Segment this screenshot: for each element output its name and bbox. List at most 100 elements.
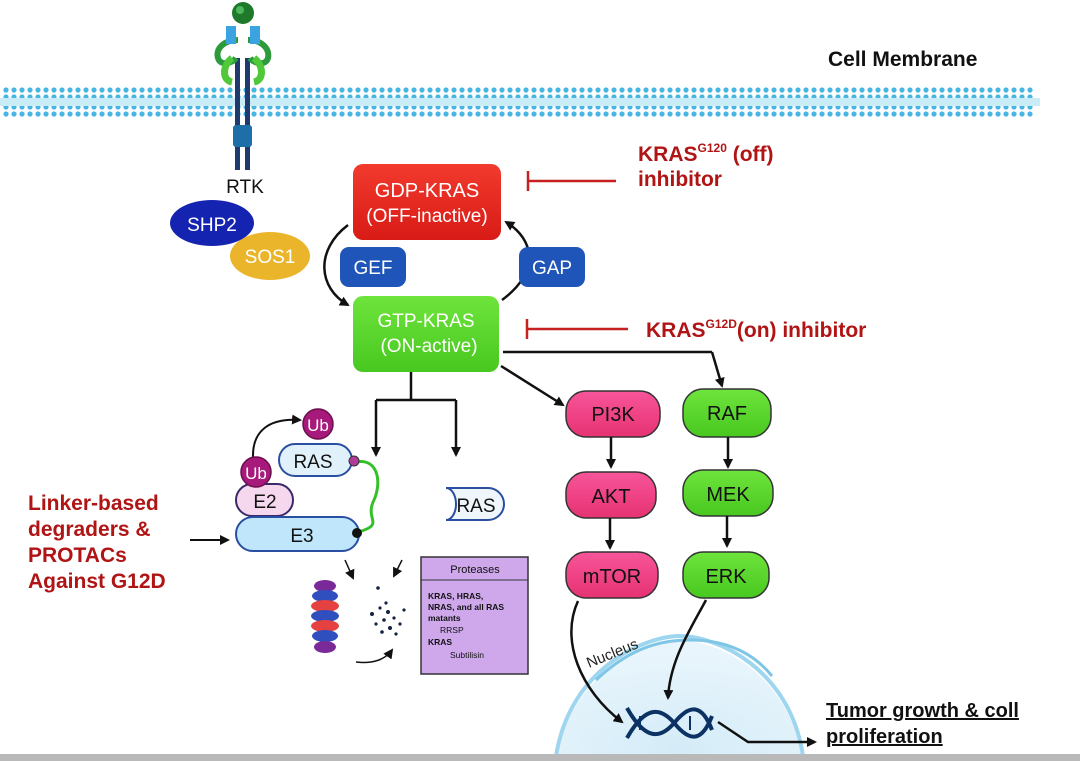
outcome-label-line2: proliferation [826, 726, 943, 748]
mek-label: MEK [706, 484, 750, 506]
lipid-head [291, 87, 297, 93]
lipid-head [915, 111, 921, 117]
gtp-kras-label: GTP-KRAS [377, 311, 474, 332]
lipid-head [795, 111, 801, 117]
lipid-head [331, 87, 337, 93]
lipid-head [467, 87, 473, 93]
lipid-head [139, 87, 145, 93]
lipid-head [283, 111, 289, 117]
lipid-head [211, 87, 217, 93]
lipid-head [83, 87, 89, 93]
lipid-head [123, 87, 129, 93]
lipid-head [251, 87, 257, 93]
lipid-head [51, 111, 57, 117]
gdp-kras-node: GDP-KRAS (OFF-inactive) [353, 164, 501, 240]
lipid-head [379, 111, 385, 117]
lipid-head [571, 87, 577, 93]
lipid-head [331, 111, 337, 117]
proteases-line-2: NRAS, and all RAS [428, 602, 504, 612]
lipid-head [187, 87, 193, 93]
lipid-head [811, 111, 817, 117]
lipid-head [115, 111, 121, 117]
lipid-head [955, 111, 961, 117]
lipid-head [411, 87, 417, 93]
lipid-head [483, 111, 489, 117]
raf-node: RAF [682, 388, 772, 438]
lipid-head [699, 111, 705, 117]
lipid-head [907, 111, 913, 117]
lipid-head [163, 87, 169, 93]
lipid-head [323, 111, 329, 117]
lipid-head [835, 111, 841, 117]
on-inhibitor-bar [525, 319, 628, 339]
lipid-head [771, 87, 777, 93]
lipid-head [987, 111, 993, 117]
lipid-head [307, 111, 313, 117]
lipid-head [315, 87, 321, 93]
lipid-head [971, 87, 977, 93]
sos1-node: SOS1 [230, 232, 310, 280]
ub-top-node: Ub [302, 408, 334, 440]
lipid-head [219, 111, 225, 117]
lipid-head [275, 111, 281, 117]
ras-bound-node: RAS [278, 443, 360, 477]
lipid-head [347, 87, 353, 93]
lipid-head [435, 111, 441, 117]
rtk-label: RTK [226, 177, 264, 198]
lipid-head [515, 87, 521, 93]
lipid-head [387, 87, 393, 93]
lipid-head [291, 111, 297, 117]
degraders-label-2: degraders & [28, 518, 151, 541]
lipid-head [403, 111, 409, 117]
lipid-head [435, 87, 441, 93]
proteases-line-6: Subtilisin [450, 650, 484, 660]
degraders-label-1: Linker-based [28, 492, 159, 515]
downstream-arrows [371, 350, 725, 457]
lipid-head [947, 87, 953, 93]
lipid-head [163, 111, 169, 117]
lipid-head [715, 111, 721, 117]
shp2-node: SHP2 [170, 200, 254, 246]
gdp-kras-label: GDP-KRAS [375, 180, 479, 202]
lipid-head [299, 111, 305, 117]
lipid-head [35, 111, 41, 117]
lipid-head [395, 111, 401, 117]
lipid-head [731, 87, 737, 93]
lipid-head [651, 111, 657, 117]
lipid-head [739, 87, 745, 93]
lipid-head [827, 111, 833, 117]
lipid-head [795, 87, 801, 93]
lipid-head [107, 111, 113, 117]
lipid-head [203, 111, 209, 117]
lipid-head [379, 87, 385, 93]
degraders-label-3: PROTACs [28, 544, 127, 567]
lipid-head [715, 87, 721, 93]
gef-label: GEF [353, 258, 392, 279]
lipid-head [899, 87, 905, 93]
lipid-head [483, 87, 489, 93]
ub-left-label: Ub [245, 464, 267, 483]
lipid-head [923, 111, 929, 117]
akt-label: AKT [592, 486, 631, 508]
lipid-head [651, 87, 657, 93]
lipid-head [75, 111, 81, 117]
lipid-head [363, 111, 369, 117]
lipid-head [475, 87, 481, 93]
lipid-head [787, 111, 793, 117]
lipid-head [499, 87, 505, 93]
lipid-head [43, 87, 49, 93]
lipid-head [643, 87, 649, 93]
mtor-label: mTOR [583, 566, 642, 588]
lipid-head [843, 111, 849, 117]
lipid-head [763, 87, 769, 93]
lipid-head [899, 111, 905, 117]
lipid-head [19, 87, 25, 93]
lipid-head [859, 111, 865, 117]
lipid-head [987, 87, 993, 93]
lipid-head [827, 87, 833, 93]
lipid-head [643, 111, 649, 117]
lipid-head [779, 87, 785, 93]
lipid-head [147, 111, 153, 117]
lipid-head [883, 111, 889, 117]
lipid-head [507, 87, 513, 93]
